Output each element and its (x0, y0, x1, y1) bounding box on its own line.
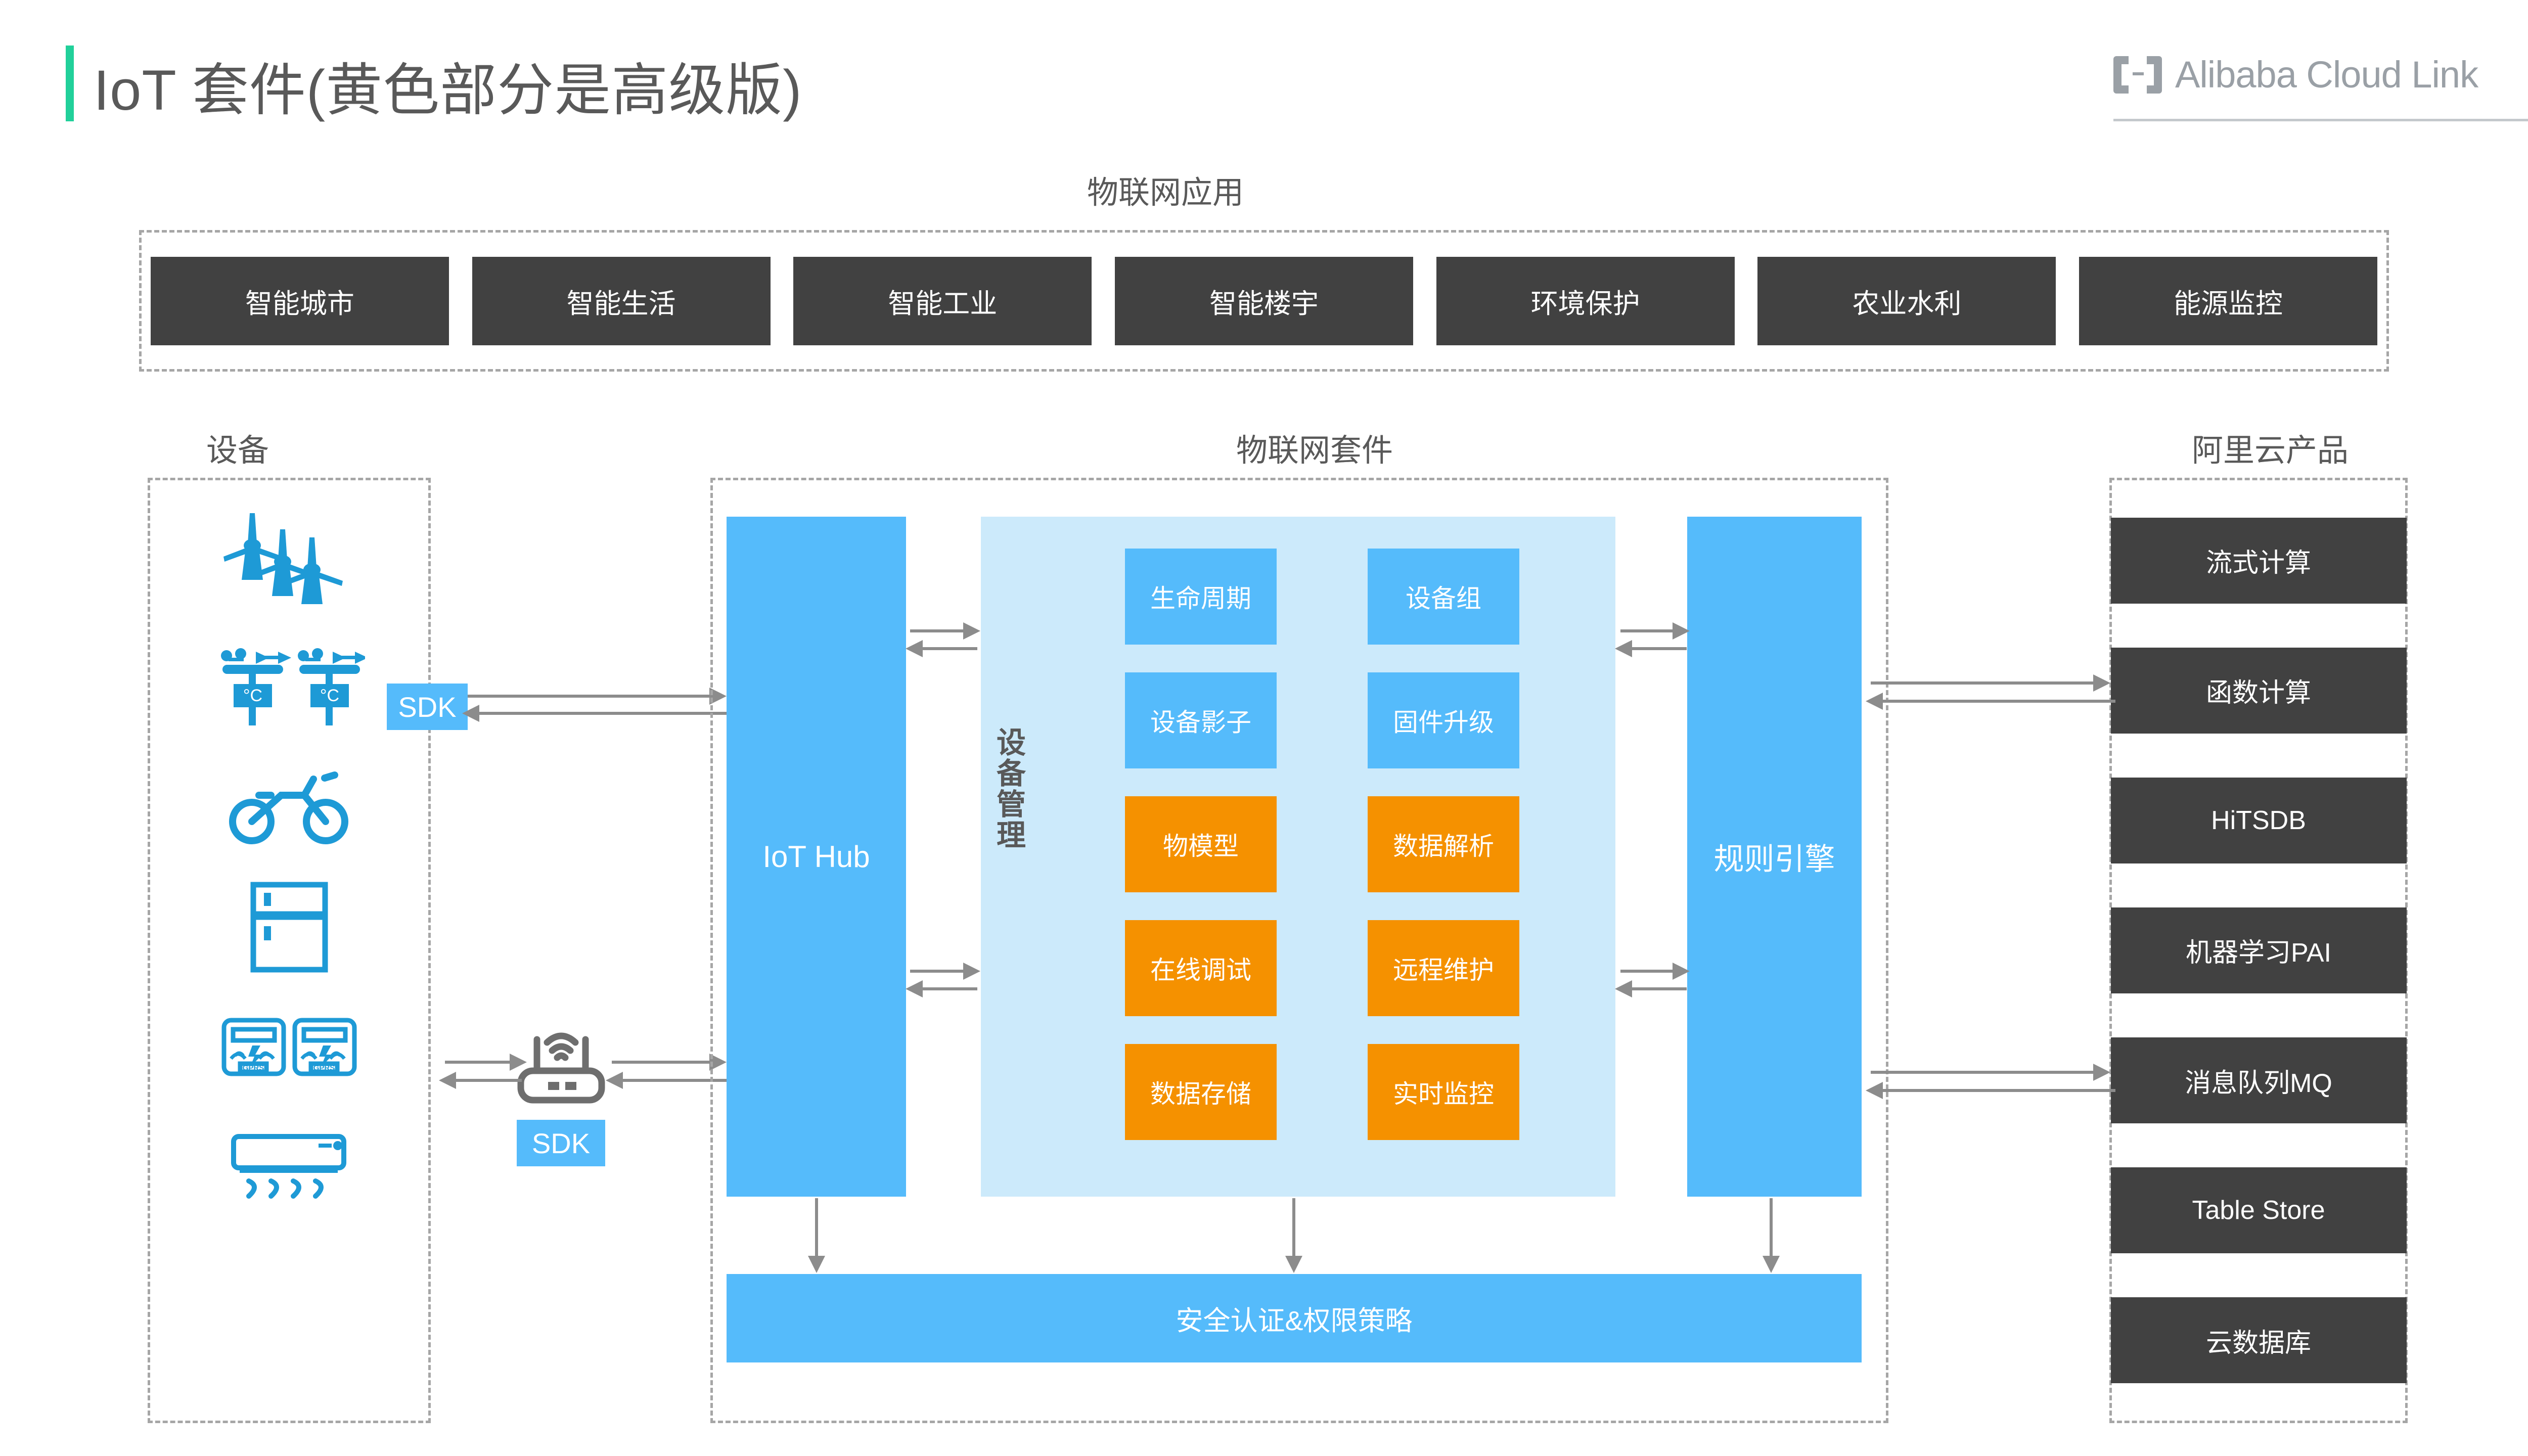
gateway-to-device-line (456, 1079, 522, 1082)
product-item[interactable]: 机器学习PAI (2110, 907, 2407, 993)
rule-engine-box[interactable]: 规则引擎 (1687, 517, 1862, 1197)
devmgmt-cell-device-group[interactable]: 设备组 (1368, 549, 1519, 645)
device-management-grid: 生命周期 设备组 设备影子 固件升级 物模型 数据解析 在线调试 远程维护 数据… (1047, 549, 1598, 1168)
devmgmt-to-hub-line-1 (923, 647, 977, 650)
hub-to-device-line-in (479, 712, 732, 715)
rule-to-security-arrow (1763, 1256, 1780, 1273)
sdk-badge-top[interactable]: SDK (387, 684, 468, 730)
product-item[interactable]: 函数计算 (2110, 647, 2407, 734)
suite-frame (710, 478, 1888, 1423)
devmgmt-to-hub-arrow-2 (906, 980, 923, 997)
products-to-rule-arrow-1 (1866, 693, 1883, 710)
application-item[interactable]: 智能工业 (793, 256, 1092, 345)
application-item[interactable]: 智能城市 (150, 256, 449, 345)
applications-frame (139, 230, 2389, 372)
devmgmt-to-rule-arrow-2 (1673, 963, 1690, 980)
application-item[interactable]: 智能生活 (472, 256, 771, 345)
devices-frame: °C °C (148, 478, 431, 1423)
rule-to-devmgmt-arrow-1 (1615, 640, 1632, 657)
svg-text:GPRS: GPRS (243, 1064, 264, 1072)
hub-to-security-arrow (808, 1256, 825, 1273)
application-item[interactable]: 农业水利 (1757, 256, 2056, 345)
gateway-to-device-arrow (439, 1072, 456, 1089)
application-item[interactable]: 环境保护 (1436, 256, 1735, 345)
applications-row: 智能城市 智能生活 智能工业 智能楼宇 环境保护 农业水利 能源监控 (139, 230, 2389, 372)
devmgmt-to-hub-arrow-1 (906, 640, 923, 657)
devmgmt-to-hub-line-2 (923, 987, 977, 990)
device-to-hub-line-out (468, 695, 723, 698)
devmgmt-cell-firmware-upgrade[interactable]: 固件升级 (1368, 672, 1519, 768)
bicycle-icon (229, 771, 350, 849)
rule-to-security-line (1770, 1198, 1773, 1258)
hub-to-gateway-line (623, 1079, 732, 1082)
brand-logo: Alibaba Cloud Link (2113, 53, 2478, 96)
rule-to-devmgmt-arrow-2 (1615, 980, 1632, 997)
gateway-to-hub-line (612, 1061, 722, 1064)
hub-to-devmgmt-arrow-2 (963, 963, 980, 980)
devmgmt-to-rule-line-1 (1620, 629, 1675, 632)
brand-divider (2113, 119, 2528, 121)
devices-label: 设备 (206, 433, 269, 468)
devmgmt-to-rule-line-2 (1620, 970, 1675, 973)
svg-text:°C: °C (320, 686, 339, 705)
product-item[interactable]: Table Store (2110, 1167, 2407, 1254)
rule-to-products-line-2 (1871, 1071, 2103, 1074)
devmgmt-cell-lifecycle[interactable]: 生命周期 (1125, 549, 1277, 645)
rule-to-products-line-1 (1871, 681, 2103, 685)
application-item[interactable]: 能源监控 (2079, 256, 2378, 345)
rule-to-products-arrow-1 (2093, 674, 2110, 692)
applications-label: 物联网应用 (1087, 175, 1244, 210)
hub-to-devmgmt-line-2 (910, 970, 965, 973)
hub-to-devmgmt-arrow-1 (963, 622, 980, 640)
svg-text:°C: °C (243, 686, 262, 705)
hub-to-gateway-arrow (606, 1072, 623, 1089)
device-to-gateway-arrow (510, 1054, 527, 1071)
svg-text:GPRS: GPRS (313, 1064, 335, 1072)
gprs-meters-icon: GPRS GPRS (221, 1016, 357, 1084)
hub-to-devmgmt-line-1 (910, 629, 965, 632)
products-to-rule-line-1 (1883, 700, 2115, 703)
devmgmt-cell-thing-model[interactable]: 物模型 (1125, 796, 1277, 892)
iot-hub-box[interactable]: IoT Hub (727, 517, 906, 1197)
product-item[interactable]: HiTSDB (2110, 777, 2407, 863)
devmgmt-cell-online-debug[interactable]: 在线调试 (1125, 920, 1277, 1016)
wind-turbines-icon (223, 508, 355, 612)
security-policy-bar[interactable]: 安全认证&权限策略 (727, 1274, 1862, 1362)
rule-to-devmgmt-line-2 (1632, 987, 1687, 990)
products-label: 阿里云产品 (2191, 433, 2349, 468)
title-accent-bar (66, 46, 74, 121)
page-title: IoT 套件(黄色部分是高级版) (94, 59, 802, 122)
hub-to-device-arrow-in (462, 705, 479, 722)
brand-name: Alibaba Cloud Link (2175, 54, 2478, 96)
device-to-gateway-line (445, 1061, 511, 1064)
suite-label: 物联网套件 (1236, 433, 1393, 468)
wifi-router-icon (511, 1021, 612, 1107)
devmgmt-cell-remote-maintenance[interactable]: 远程维护 (1368, 920, 1519, 1016)
products-to-rule-arrow-2 (1866, 1082, 1883, 1099)
devmgmt-cell-data-parsing[interactable]: 数据解析 (1368, 796, 1519, 892)
air-conditioner-icon (229, 1132, 350, 1206)
devmgmt-cell-device-shadow[interactable]: 设备影子 (1125, 672, 1277, 768)
product-item[interactable]: 流式计算 (2110, 517, 2407, 604)
sdk-badge-bottom[interactable]: SDK (517, 1120, 605, 1166)
devmgmt-to-rule-arrow-1 (1673, 622, 1690, 640)
device-management-label: 设备管理 (996, 726, 1026, 852)
devmgmt-to-security-arrow (1285, 1256, 1302, 1273)
refrigerator-icon (246, 880, 332, 978)
product-item[interactable]: 消息队列MQ (2110, 1037, 2407, 1124)
devmgmt-to-security-line (1292, 1198, 1295, 1258)
product-item[interactable]: 云数据库 (2110, 1297, 2407, 1384)
devmgmt-cell-data-storage[interactable]: 数据存储 (1125, 1044, 1277, 1140)
hub-to-security-line (815, 1198, 818, 1258)
weather-station-icon: °C °C (213, 645, 368, 738)
rule-to-devmgmt-line-1 (1632, 647, 1687, 650)
devmgmt-cell-realtime-monitor[interactable]: 实时监控 (1368, 1044, 1519, 1140)
products-list: 流式计算 函数计算 HiTSDB 机器学习PAI 消息队列MQ Table St… (2109, 495, 2408, 1405)
link-bracket-logo-icon (2113, 55, 2162, 95)
application-item[interactable]: 智能楼宇 (1114, 256, 1413, 345)
products-to-rule-line-2 (1883, 1089, 2115, 1092)
rule-to-products-arrow-2 (2093, 1064, 2110, 1081)
